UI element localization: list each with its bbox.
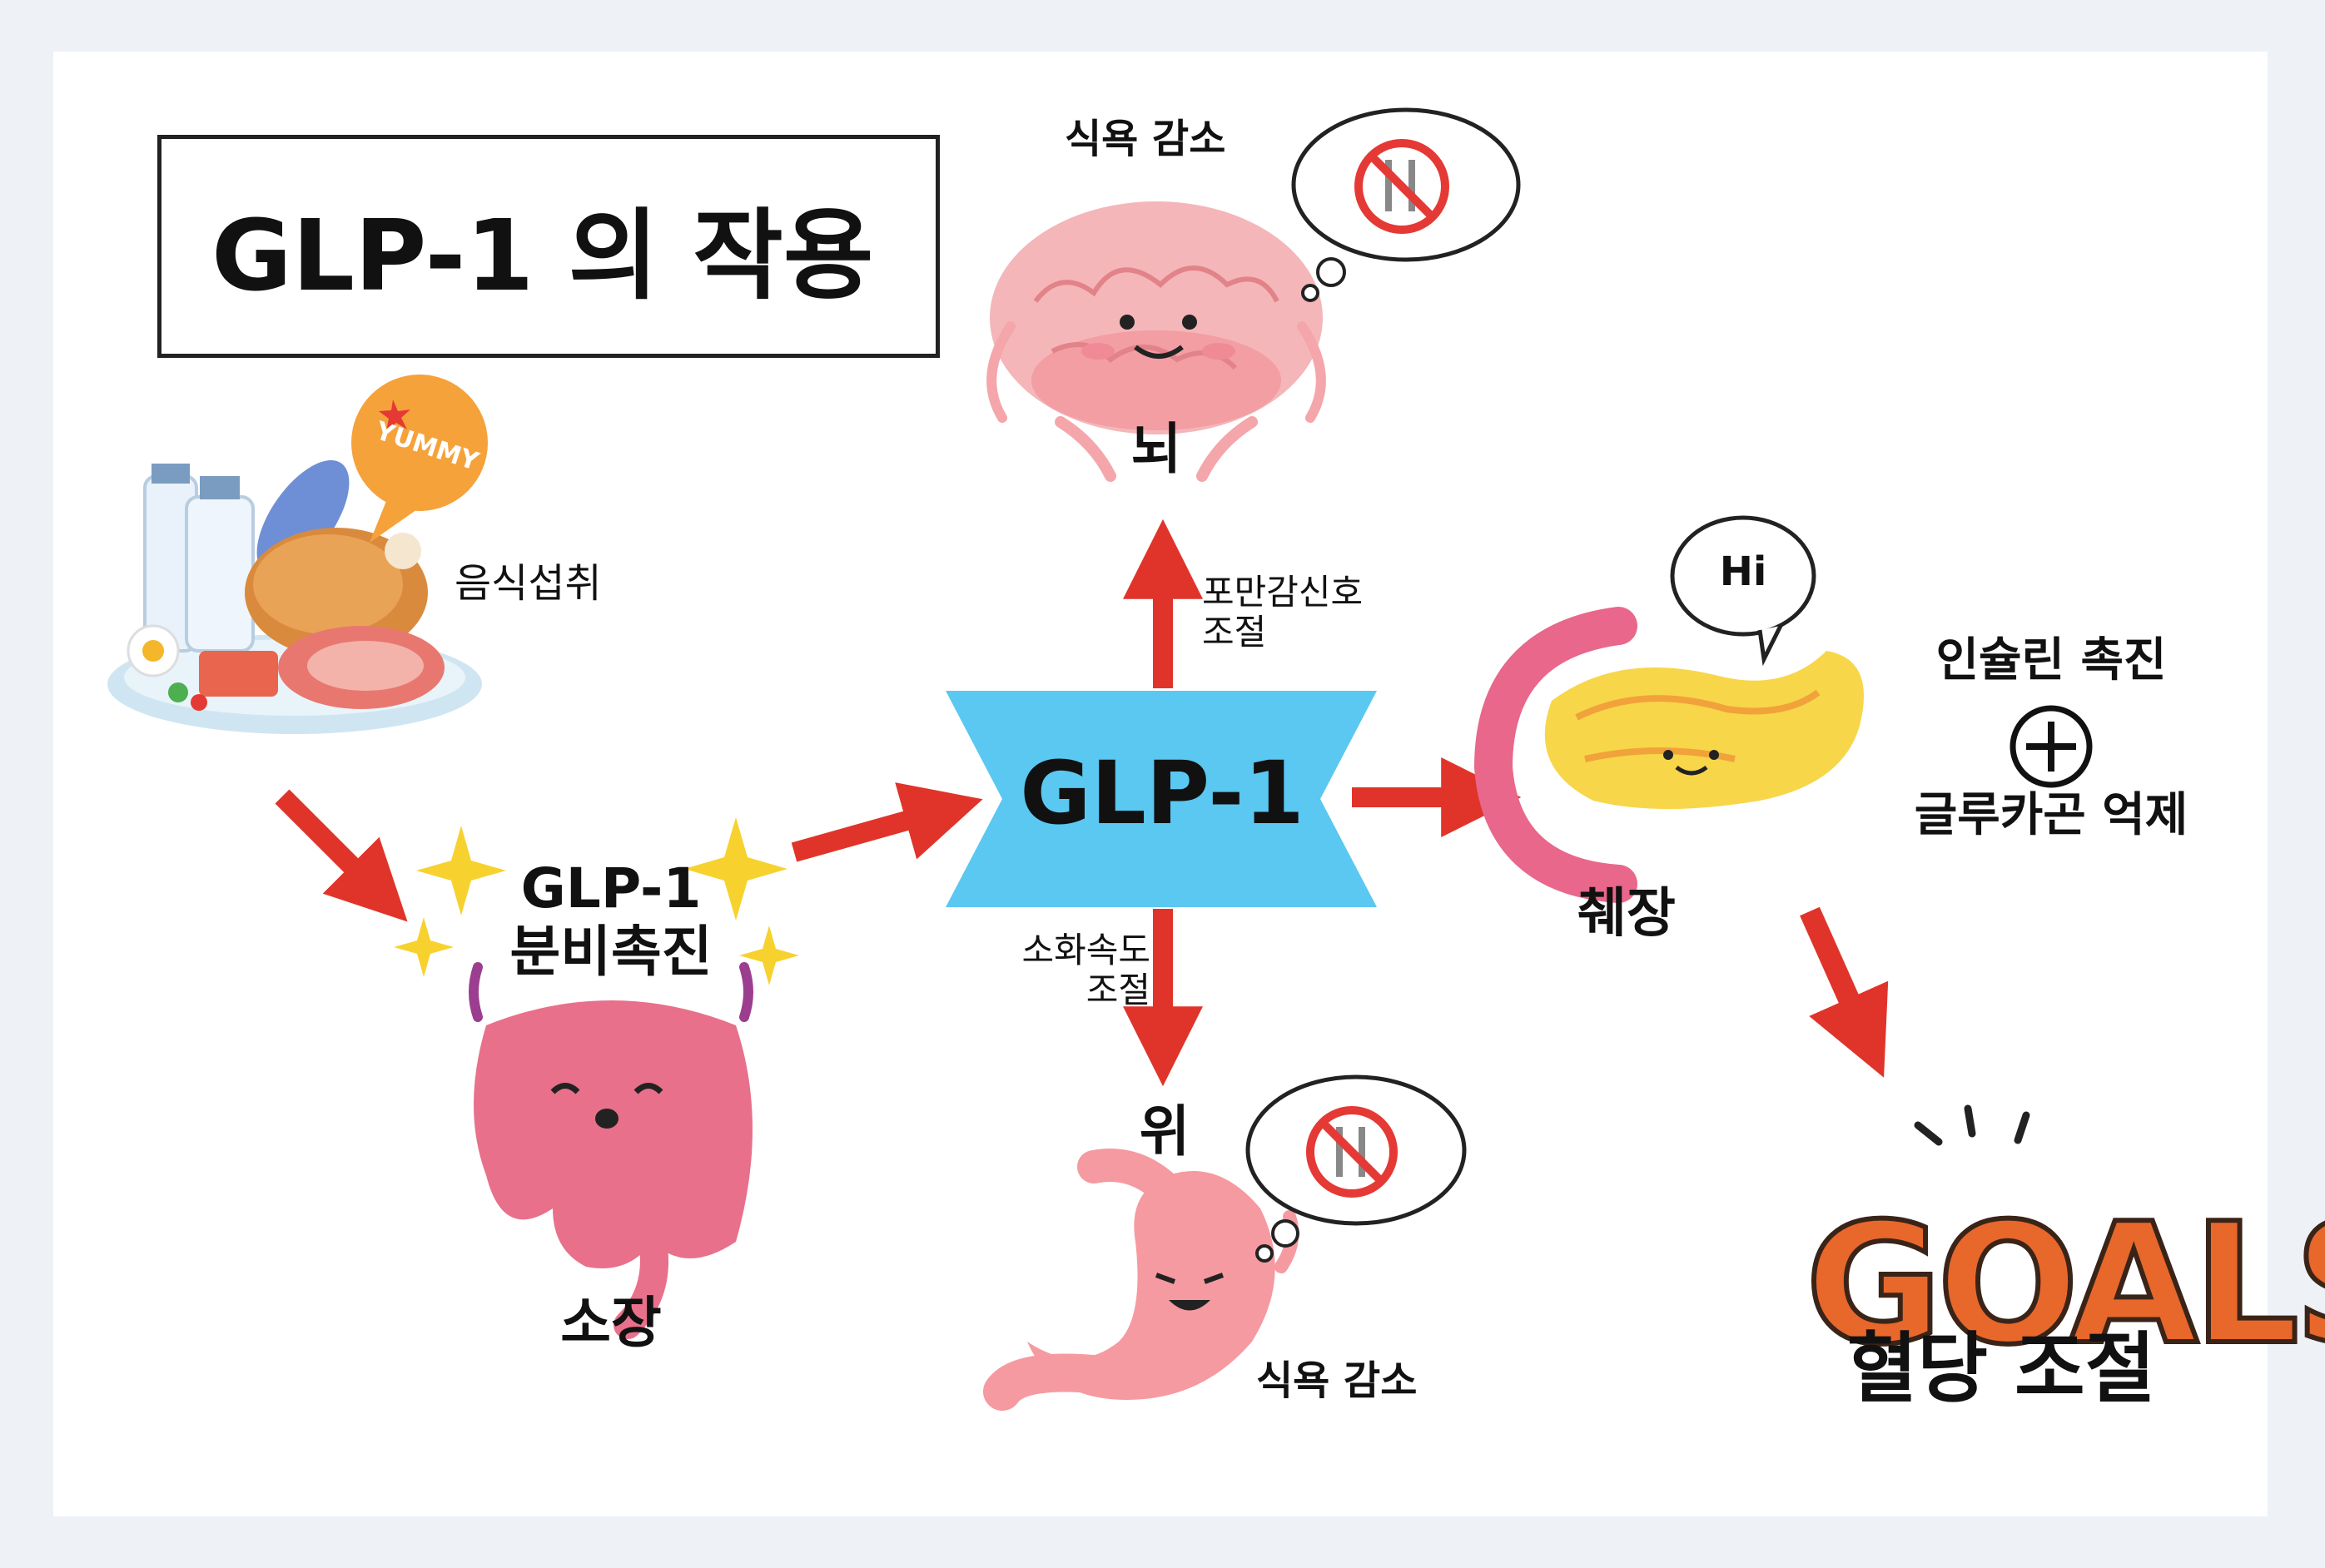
stomach-arrow-line-2: 조절 xyxy=(1085,970,1150,1011)
no-food-thought-bubble-brain xyxy=(1291,107,1521,302)
stomach-arrow-label: 소화속도 조절 xyxy=(976,930,1150,1011)
title-box: GLP-1 의 작용 xyxy=(157,135,940,358)
brain-arrow-line-2: 조절 xyxy=(1202,612,1267,653)
diagram-artwork xyxy=(107,107,2093,1411)
stomach-illustration xyxy=(983,1149,1299,1411)
no-food-icon xyxy=(1306,1106,1398,1198)
brain-arrow-label: 포만감신호 조절 xyxy=(1202,572,1364,653)
sparkle-icon xyxy=(684,817,787,920)
pancreas-effect-line-1: 인슐린 촉진 xyxy=(1935,633,2167,687)
secretion-line-1: GLP-1 xyxy=(520,856,702,920)
hi-speech-bubble xyxy=(1670,515,1816,667)
goals-badge: GOALS xyxy=(1803,1185,2325,1384)
yummy-bubble-text: YUMMY xyxy=(371,416,483,477)
sparkle-icons xyxy=(394,817,799,985)
arrow-pancreas-to-goals xyxy=(1800,906,1889,1078)
pancreas-label: 췌장 xyxy=(1577,883,1676,945)
glp1-center-label: GLP-1 xyxy=(1020,742,1304,844)
stomach-arrow-line-1: 소화속도 xyxy=(1021,930,1150,970)
intestine-illustration xyxy=(469,962,753,1339)
arrows xyxy=(275,519,1889,1087)
food-label: 음식섭취 xyxy=(455,560,602,607)
pancreas-effect-line-2: 글루카곤 억제 xyxy=(1914,788,2188,842)
brain-illustration xyxy=(986,201,1326,482)
glp1-center-shape xyxy=(946,691,1377,907)
sparkle-icon xyxy=(739,925,799,985)
pancreas-illustration xyxy=(1473,515,1864,903)
brain-label: 뇌 xyxy=(1130,417,1182,481)
hi-bubble-text: Hi xyxy=(1719,548,1767,595)
diagram-title: GLP-1 의 작용 xyxy=(211,197,874,313)
sparkle-icon xyxy=(416,826,506,915)
brain-effect-label: 식욕 감소 xyxy=(1065,116,1226,162)
goal-label: 혈당 조절 xyxy=(1846,1324,2156,1413)
intestine-label: 소장 xyxy=(560,1291,662,1355)
arrow-intestine-to-glp1 xyxy=(791,782,983,862)
yummy-speech-bubble xyxy=(351,375,488,543)
goals-burst xyxy=(1914,1104,2030,1146)
no-food-thought-bubble-stomach xyxy=(1245,1074,1467,1263)
arrow-food-to-intestine xyxy=(275,789,408,922)
sparkle-icon xyxy=(394,917,454,977)
secretion-line-2: 분비촉진 xyxy=(509,919,713,984)
secretion-label: GLP-1 분비촉진 xyxy=(486,857,736,984)
diagram-card: GLP-1 의 작용 GLP-1 음식섭취 YUMMY GLP-1 분비촉진 소… xyxy=(53,52,2325,1516)
food-plate-illustration xyxy=(107,375,488,734)
glp1-center-node: GLP-1 xyxy=(1004,742,1320,844)
stomach-effect-label: 식욕 감소 xyxy=(1256,1357,1418,1404)
plus-circle-icon xyxy=(2010,705,2093,788)
brain-arrow-line-1: 포만감신호 xyxy=(1202,572,1364,613)
stomach-label: 위 xyxy=(1139,1099,1190,1164)
no-food-icon xyxy=(1354,139,1449,234)
